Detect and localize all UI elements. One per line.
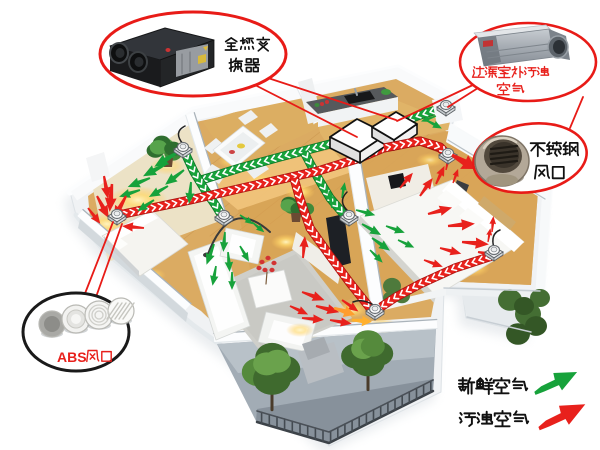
- svg-text:ABS: ABS: [57, 349, 87, 365]
